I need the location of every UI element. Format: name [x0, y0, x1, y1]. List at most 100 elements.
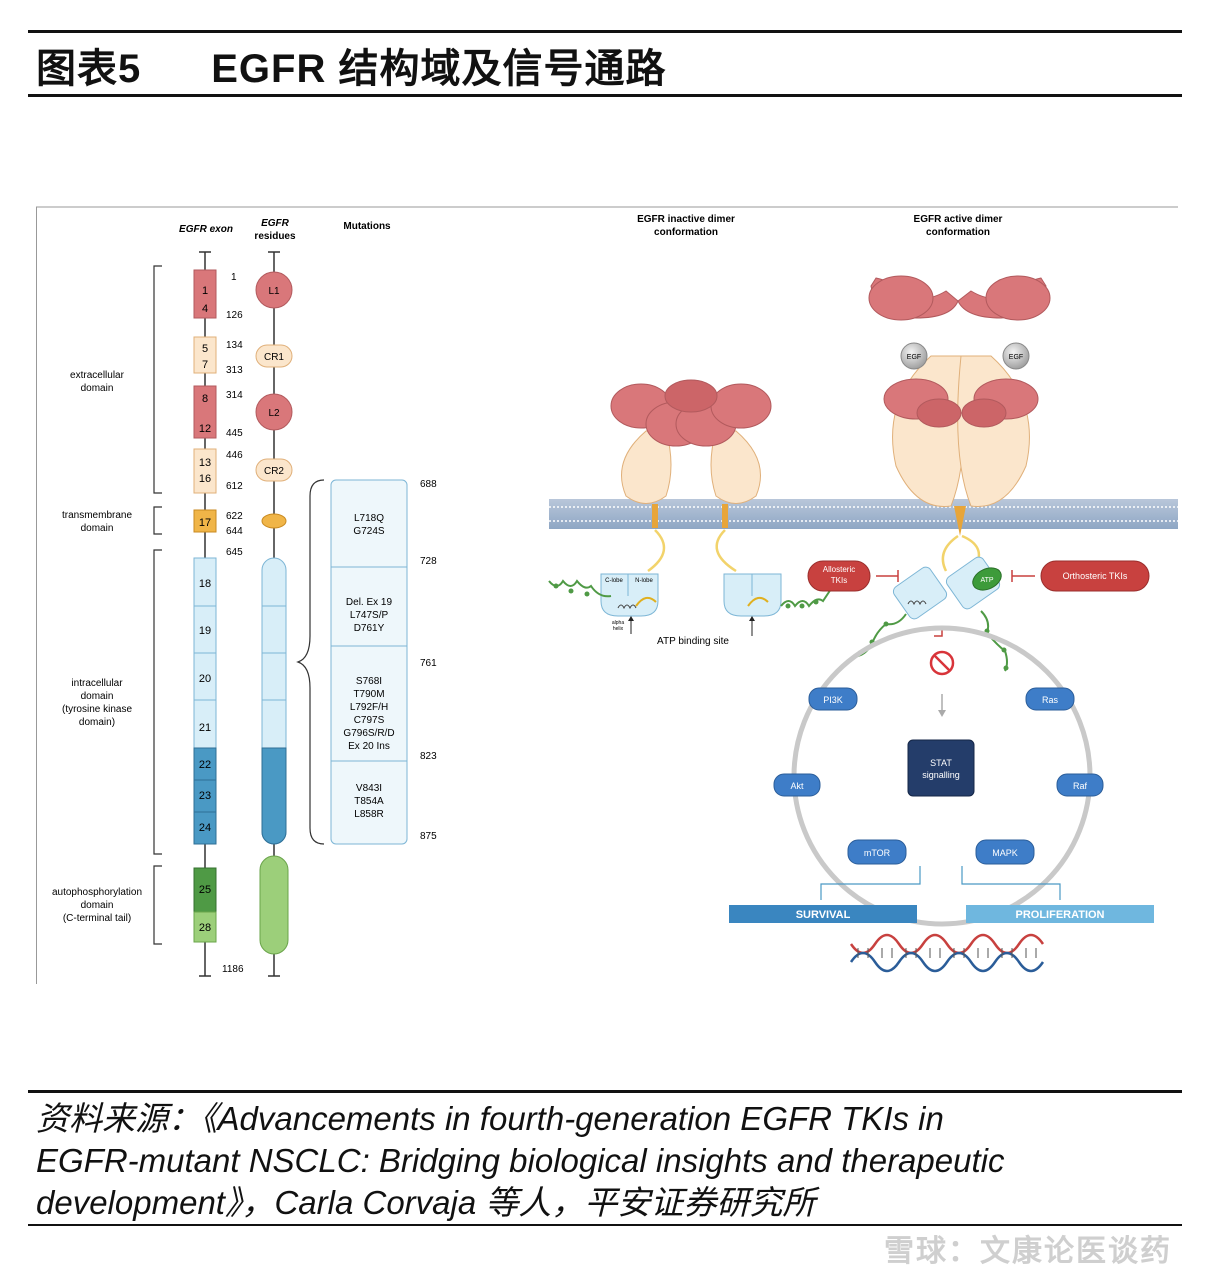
exon-block-17	[193, 509, 217, 533]
domain-extracellular-2: domain	[81, 383, 114, 394]
source-line-1: 资料来源：《Advancements in fourth-generation …	[36, 1100, 944, 1137]
node-pi3k	[808, 687, 858, 711]
inactive-title-1: EGFR inactive dimer	[637, 214, 735, 225]
egf-label-left: EGF	[907, 354, 921, 361]
mutation-panel	[330, 479, 408, 845]
allosteric-label-1: Allosteric	[823, 565, 855, 574]
domain-intracellular-1: intracellular	[71, 678, 123, 689]
domain-autophos-1: autophosphorylation	[52, 887, 142, 898]
node-pi3k-label: PI3K	[823, 695, 843, 705]
node-akt	[773, 773, 821, 797]
mutation: T854A	[354, 796, 384, 807]
domain-intracellular-2: domain	[81, 691, 114, 702]
figure-title: EGFR 结构域及信号通路	[211, 47, 667, 91]
inhibit-arrow	[934, 628, 943, 637]
dna-helix-icon	[849, 933, 1045, 973]
exon-label-28: 28	[199, 922, 211, 934]
exon-block-5-7	[193, 336, 217, 374]
bracket-autophos	[153, 865, 162, 945]
inactive-kinase-left	[548, 573, 659, 617]
domain-intracellular-4: domain)	[79, 717, 115, 728]
c-lobe-label: C-lobe	[605, 578, 623, 584]
stat-label-1: STAT	[930, 758, 952, 768]
residue-tail	[259, 855, 289, 955]
mutation: S768I	[356, 676, 382, 687]
exon-label-18: 18	[199, 578, 211, 590]
exon-label-8: 8	[202, 393, 208, 405]
orthosteric-tki-pill	[1040, 560, 1150, 592]
active-title-2: conformation	[926, 227, 990, 238]
orthosteric-label: Orthosteric TKIs	[1063, 571, 1128, 581]
alpha-helix-label-1: alpha	[612, 620, 624, 626]
domain-intracellular-3: (tyrosine kinase	[62, 704, 132, 715]
domain-transmembrane-2: domain	[81, 523, 114, 534]
inactive-kinase-right	[723, 573, 834, 617]
no-signal-slash	[933, 654, 951, 672]
active-dimer	[868, 275, 1051, 572]
proliferation-arrow	[961, 866, 1061, 900]
exon-label-22: 22	[199, 759, 211, 771]
arrow-head	[628, 616, 634, 621]
domain-autophos-3: (C-terminal tail)	[63, 913, 131, 924]
mutation-pos-875: 875	[420, 831, 437, 842]
residue-num-612: 612	[226, 481, 243, 492]
exon-label-17: 17	[199, 517, 211, 529]
no-signal-icon	[929, 650, 955, 676]
survival-label: SURVIVAL	[796, 909, 851, 921]
source-line-3: development》，Carla Corvaja 等人，平安证券研究所	[36, 1184, 816, 1221]
mutation: Ex 20 Ins	[348, 741, 390, 752]
col-exon: EGFR exon	[179, 224, 233, 235]
exon-label-13: 13	[199, 457, 211, 469]
bracket-extracellular	[153, 265, 162, 494]
atp-binding-site-label: ATP binding site	[657, 636, 729, 647]
mutation: G724S	[353, 526, 384, 537]
n-lobe-label: N-lobe	[635, 578, 653, 584]
residue-tm	[261, 513, 287, 529]
atp-molecule	[972, 567, 1002, 591]
down-arrow-head	[938, 710, 946, 717]
exon-block-28	[193, 911, 217, 943]
domain-autophos-2: domain	[81, 900, 114, 911]
col-mutations: Mutations	[343, 221, 391, 232]
node-akt-label: Akt	[790, 781, 804, 791]
mutation: L718Q	[354, 513, 384, 524]
alpha-helix-label-2: helix	[613, 626, 624, 632]
node-mtor-label: mTOR	[864, 848, 891, 858]
exon-block-1-4	[193, 269, 217, 319]
exon-label-23: 23	[199, 790, 211, 802]
bracket-intracellular	[153, 549, 162, 855]
exon-label-19: 19	[199, 625, 211, 637]
node-raf	[1056, 773, 1104, 797]
node-mtor	[847, 839, 907, 865]
node-raf-label: Raf	[1073, 781, 1088, 791]
header-rule	[28, 94, 1182, 97]
egfr-figure: EGFR exon EGFR residues Mutations extrac…	[36, 206, 1178, 984]
proliferation-bar	[966, 905, 1154, 923]
residue-num-644: 644	[226, 526, 243, 537]
col-residues-1: EGFR	[261, 218, 290, 229]
survival-arrow	[820, 866, 921, 900]
residue-num-134: 134	[226, 340, 243, 351]
inactive-title-2: conformation	[654, 227, 718, 238]
residue-l2-label: L2	[268, 408, 280, 419]
residue-num-446: 446	[226, 450, 243, 461]
residue-num-313: 313	[226, 365, 243, 376]
mutation: L858R	[354, 809, 383, 820]
residue-l1	[255, 271, 293, 309]
stat-label-2: signalling	[922, 770, 960, 780]
mutation: L792F/H	[350, 702, 388, 713]
survival-bar	[729, 905, 917, 923]
mutation: L747S/P	[350, 610, 389, 621]
mutation: Del. Ex 19	[346, 597, 393, 608]
proliferation-label: PROLIFERATION	[1015, 909, 1104, 921]
egfr-diagram: EGFR exon EGFR residues Mutations extrac…	[36, 206, 1178, 984]
residue-l1-label: L1	[268, 286, 280, 297]
egf-ligand-left	[900, 342, 928, 370]
source-top-rule	[28, 1090, 1182, 1093]
residue-cr2	[255, 458, 293, 482]
top-rule	[28, 30, 1182, 33]
residue-num-126: 126	[226, 310, 243, 321]
residue-cr2-label: CR2	[264, 466, 284, 477]
residue-num-314: 314	[226, 390, 243, 401]
exon-label-21: 21	[199, 722, 211, 734]
